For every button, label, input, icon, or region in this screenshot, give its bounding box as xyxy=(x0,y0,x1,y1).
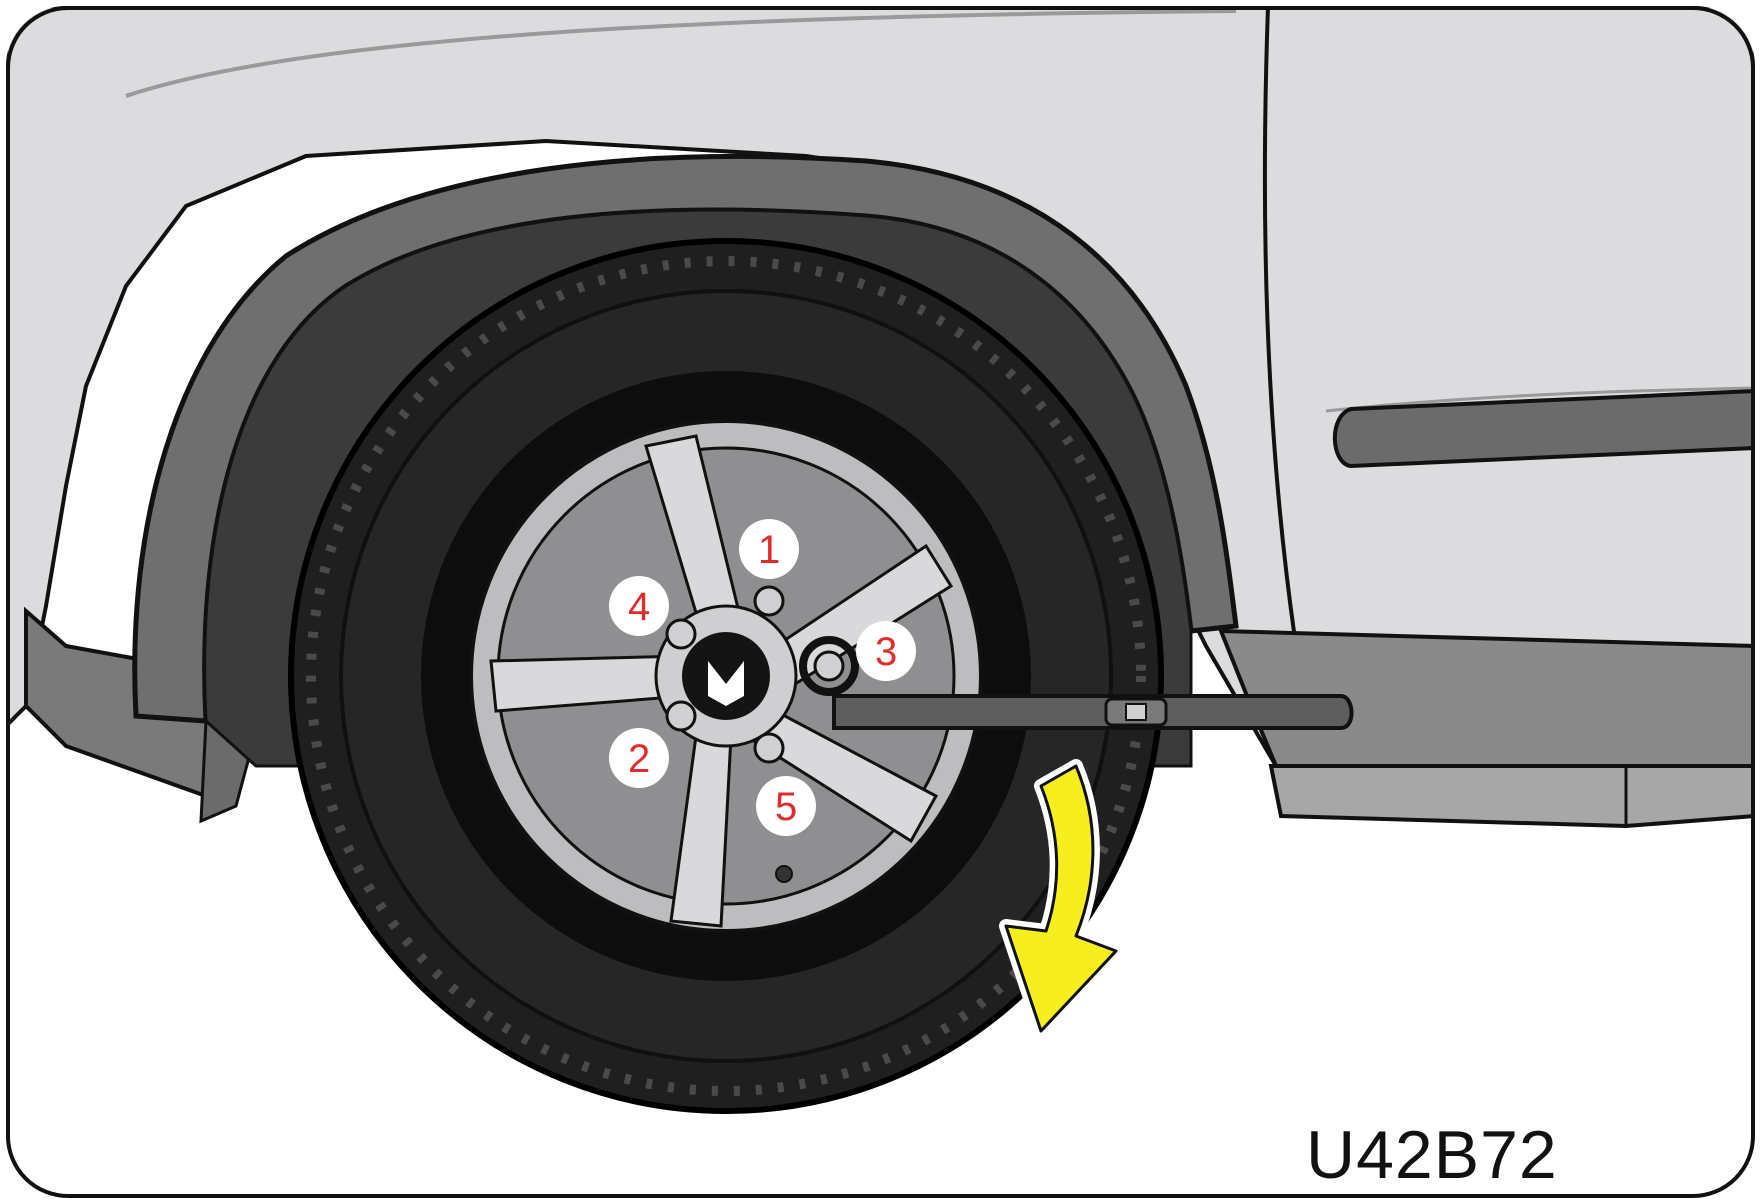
valve-stem xyxy=(775,865,793,883)
lug-label-4: 4 xyxy=(628,585,650,629)
lug-label-badges xyxy=(609,519,916,836)
frame-border xyxy=(6,6,1755,1198)
diagram-frame: 1 2 3 4 5 U42B72 xyxy=(6,6,1755,1198)
lug-label-3: 3 xyxy=(875,630,897,674)
side-moulding xyxy=(1332,388,1755,469)
body-crease xyxy=(125,9,1237,98)
brand-logo-icon xyxy=(708,661,744,706)
tire-tread-ring xyxy=(306,256,1146,1096)
down-curved-arrow-outline xyxy=(1004,764,1118,1033)
wheel-diagram: 1 2 3 4 5 xyxy=(6,6,1755,1198)
step-board xyxy=(1268,764,1755,829)
lug-label-5: 5 xyxy=(775,785,797,829)
figure-code: U42B72 xyxy=(1306,1117,1558,1193)
lug-nuts xyxy=(665,585,845,764)
lug-label-1: 1 xyxy=(758,528,780,572)
door-seam xyxy=(1262,6,1298,647)
lug-wrench xyxy=(799,636,1354,730)
rim-spokes xyxy=(489,434,954,928)
body-crease-lower xyxy=(1325,386,1755,413)
center-cap xyxy=(682,632,770,720)
lug-label-2: 2 xyxy=(628,737,650,781)
